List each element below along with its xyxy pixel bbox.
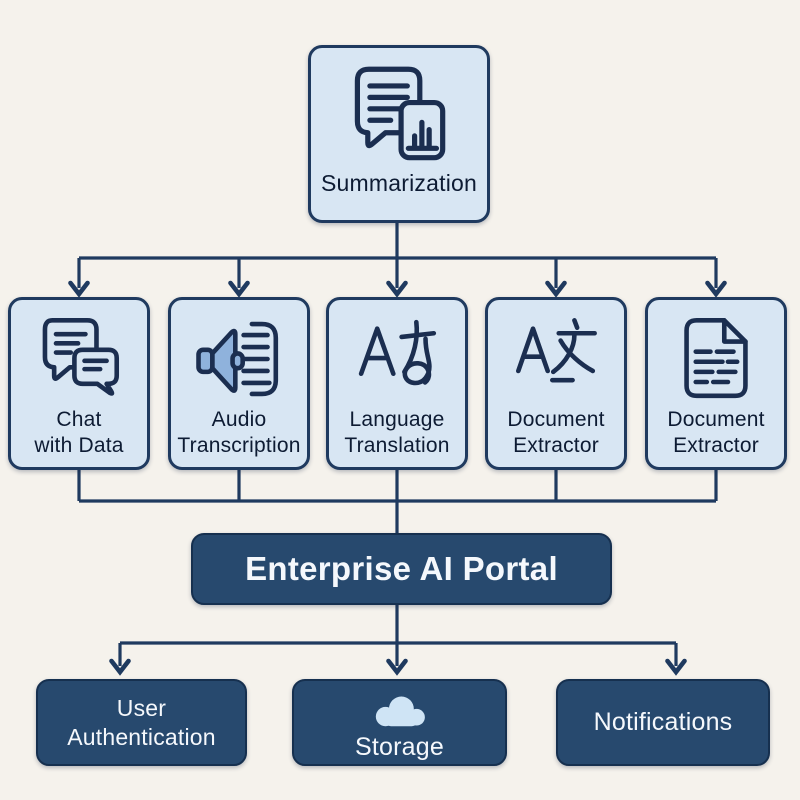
speaker-transcript-icon [196, 321, 279, 397]
edge-services-to-portal [77, 470, 718, 533]
node-language-translation: Language Translation [326, 297, 468, 470]
edge-summarization-to-services [77, 223, 718, 288]
arrowhead-down-row1 [68, 280, 727, 298]
summarization-icon [354, 66, 446, 161]
node-storage: Storage [292, 679, 507, 766]
enterprise-ai-portal-label: Enterprise AI Portal [245, 550, 558, 587]
language-translation-label: Language Translation [344, 408, 450, 457]
storage-label: Storage [355, 733, 444, 761]
node-user-authentication: User Authentication [36, 679, 247, 766]
node-document-extractor-1: Document Extractor [485, 297, 627, 470]
chat-bubbles-icon [42, 318, 120, 396]
summarization-label: Summarization [321, 170, 477, 196]
node-notifications: Notifications [556, 679, 770, 766]
node-audio-transcription: Audio Transcription [168, 297, 310, 470]
node-summarization: Summarization [308, 45, 490, 223]
latin-a-kanji-icon [515, 318, 597, 383]
edge-portal-to-foundation [118, 605, 678, 666]
document-lines-icon [684, 318, 748, 399]
notifications-label: Notifications [593, 708, 733, 736]
latin-a-hiragana-icon [358, 319, 437, 386]
user-authentication-label: User Authentication [67, 694, 216, 750]
chat-with-data-label: Chat with Data [34, 408, 124, 457]
cloud-icon [375, 696, 425, 727]
node-chat-with-data: Chat with Data [8, 297, 150, 470]
node-enterprise-ai-portal: Enterprise AI Portal [191, 533, 612, 605]
document-extractor-2-label: Document Extractor [667, 408, 765, 457]
node-document-extractor-2: Document Extractor [645, 297, 787, 470]
document-extractor-1-label: Document Extractor [507, 408, 605, 457]
audio-transcription-label: Audio Transcription [177, 408, 301, 457]
arrowhead-down-row3 [109, 658, 687, 676]
